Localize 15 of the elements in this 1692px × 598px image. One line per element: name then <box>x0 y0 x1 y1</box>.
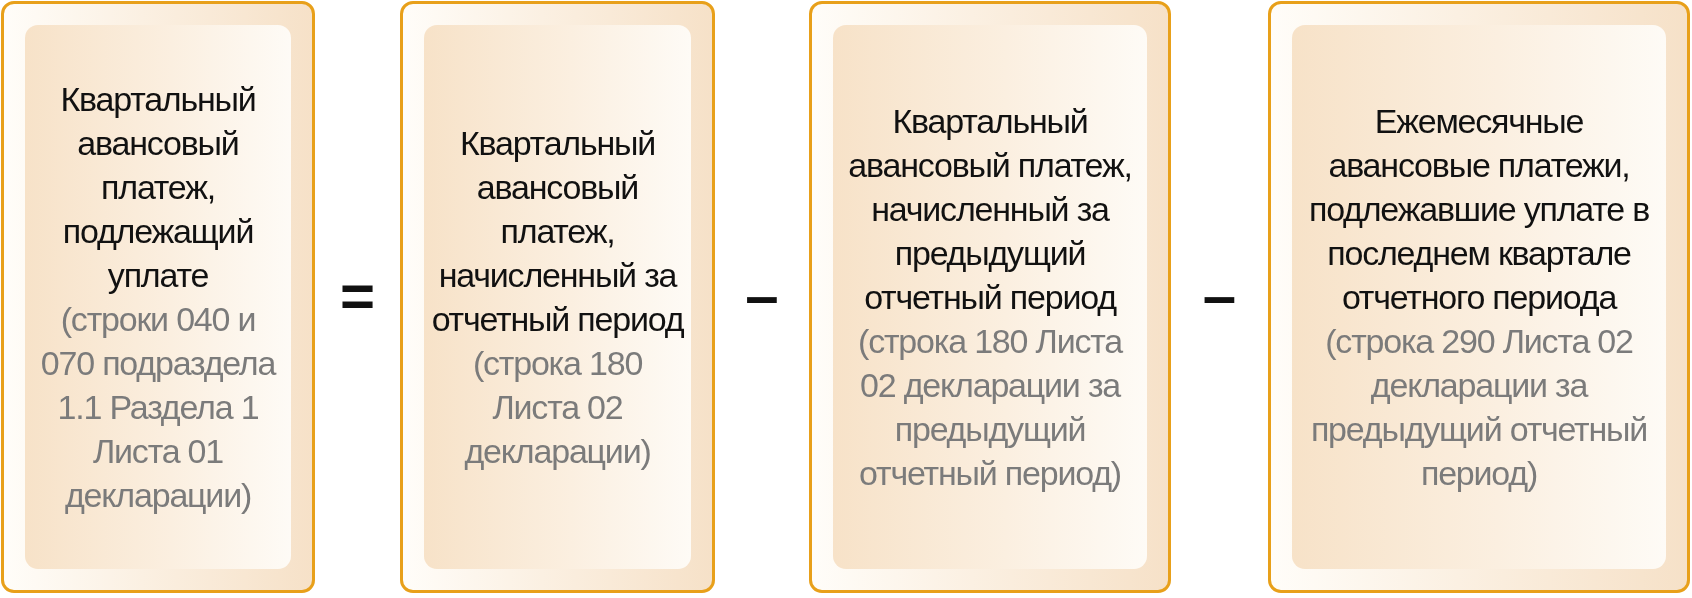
operator-sign: – <box>1202 266 1237 326</box>
formula-card <box>1268 1 1690 593</box>
formula-card <box>809 1 1171 593</box>
term-text: Квартальный авансовый платеж, начисленный за предыдущий отчетный период <box>847 101 1133 318</box>
reference-note: (строка 180 Листа 02 декларации за предыдущий отчетный период) <box>857 321 1124 494</box>
term-text: Квартальный авансовый платеж, подлежащий уплате <box>59 79 257 296</box>
operator-sign: – <box>745 266 779 326</box>
term-text: Квартальный авансовый платеж, начисленный за отчетный период <box>430 123 685 340</box>
reference-note: (строка 180 Листа 02 декларации) <box>463 343 652 472</box>
term-text: Ежемесячные авансовые платежи, подлежавшие уплате в последнем квартале отчетного периода <box>1307 101 1651 318</box>
reference-note: (строки 040 и 070 подраздела 1.1 Раздела 1 Листа 01 декларации) <box>39 299 277 516</box>
operator-sign: = <box>340 266 375 326</box>
formula-card <box>400 1 715 593</box>
formula-card <box>1 1 315 593</box>
reference-note: (строка 290 Листа 02 декларации за предыдущий отчетный период) <box>1309 321 1649 494</box>
